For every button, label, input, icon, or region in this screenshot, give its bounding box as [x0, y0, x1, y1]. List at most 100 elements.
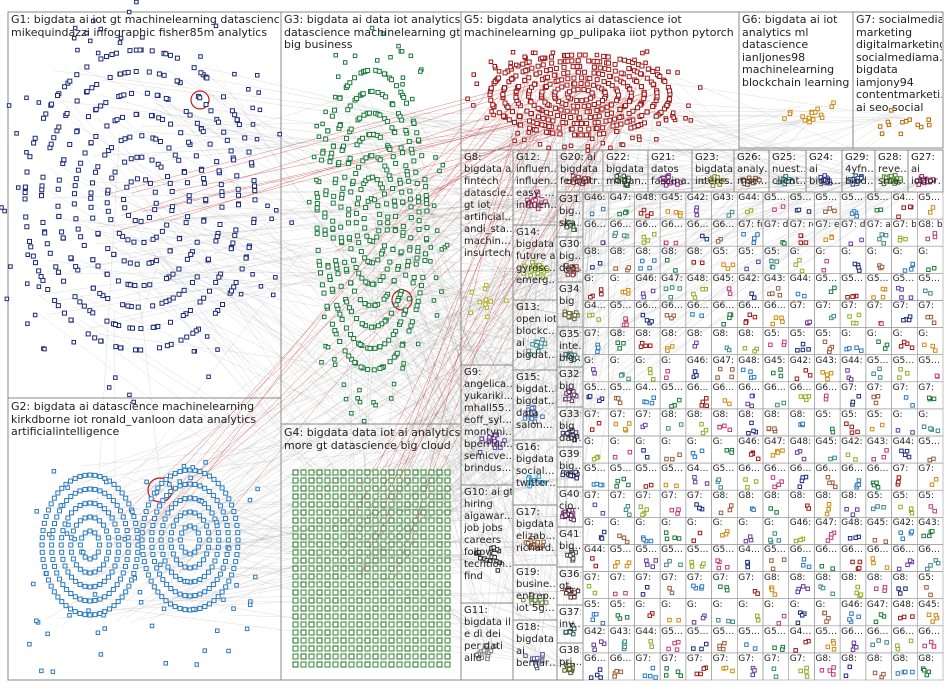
node — [163, 661, 169, 666]
edge — [137, 258, 160, 331]
mini-cluster-node — [586, 583, 592, 589]
node — [330, 225, 336, 231]
node — [412, 621, 419, 628]
node — [191, 349, 197, 354]
node — [372, 525, 379, 532]
mini-cluster-node — [692, 479, 698, 485]
mini-cluster-node — [648, 482, 654, 488]
node — [364, 645, 371, 652]
node — [236, 122, 242, 128]
mini-cluster-node — [649, 400, 655, 406]
node — [919, 174, 925, 179]
node — [539, 89, 545, 95]
mini-cluster-node — [903, 586, 908, 591]
node — [529, 592, 534, 597]
mini-cluster-node — [782, 241, 787, 246]
node — [31, 140, 37, 146]
node — [380, 637, 387, 644]
node — [348, 645, 355, 652]
mini-cluster-node — [590, 556, 595, 561]
node — [97, 596, 103, 602]
node — [257, 107, 263, 113]
node — [377, 112, 383, 118]
node — [533, 71, 539, 77]
node — [412, 509, 419, 516]
node — [405, 263, 411, 269]
mini-cluster-node — [831, 641, 836, 646]
node — [148, 496, 154, 502]
node — [163, 95, 169, 101]
node — [156, 71, 162, 77]
node — [342, 60, 348, 65]
node — [212, 558, 218, 564]
node — [126, 501, 132, 507]
node — [317, 262, 323, 268]
node — [135, 549, 141, 555]
node — [184, 256, 190, 262]
node — [340, 517, 347, 524]
node — [176, 266, 182, 272]
node — [555, 113, 561, 119]
mini-cluster-node — [928, 639, 934, 645]
node — [578, 132, 584, 138]
node — [132, 282, 138, 288]
node — [671, 179, 677, 185]
node — [428, 245, 434, 250]
node — [332, 573, 339, 580]
node — [361, 112, 367, 118]
mini-cluster-node — [898, 530, 904, 535]
node — [75, 47, 80, 53]
node — [380, 549, 387, 556]
mini-cluster-node — [626, 421, 632, 426]
node — [543, 199, 548, 204]
node — [122, 521, 128, 527]
node — [387, 359, 393, 365]
mini-cluster-box — [634, 598, 661, 627]
node — [85, 331, 91, 337]
node — [170, 271, 176, 277]
node — [532, 419, 538, 425]
node — [412, 637, 419, 644]
node — [52, 563, 58, 569]
node — [68, 510, 74, 516]
mini-cluster-node — [642, 673, 648, 678]
node — [398, 319, 404, 325]
node — [530, 545, 536, 550]
edge — [644, 114, 900, 118]
node — [229, 108, 235, 114]
node — [444, 533, 451, 540]
node — [667, 96, 673, 102]
node — [340, 605, 347, 612]
node — [526, 348, 531, 354]
edge — [478, 97, 541, 562]
node — [124, 556, 130, 562]
node — [234, 522, 240, 528]
mini-cluster-node — [691, 583, 696, 589]
node — [340, 589, 347, 596]
node — [170, 523, 176, 529]
mini-cluster-box — [685, 354, 712, 383]
node — [571, 517, 576, 523]
mini-cluster-box — [891, 300, 918, 328]
node — [396, 637, 403, 644]
node — [380, 557, 387, 564]
node — [182, 467, 188, 473]
node — [168, 569, 174, 575]
node — [569, 435, 574, 441]
node — [104, 123, 110, 129]
mini-cluster-node — [627, 449, 633, 455]
node — [332, 357, 337, 362]
node — [388, 469, 395, 476]
node — [422, 257, 428, 263]
node — [570, 272, 576, 278]
node — [599, 98, 605, 104]
node — [356, 557, 363, 564]
node — [372, 581, 379, 588]
node — [356, 549, 363, 556]
node — [31, 581, 36, 587]
node — [319, 157, 325, 163]
node — [68, 317, 74, 323]
node — [308, 525, 315, 532]
node — [444, 645, 451, 652]
node — [428, 605, 435, 612]
